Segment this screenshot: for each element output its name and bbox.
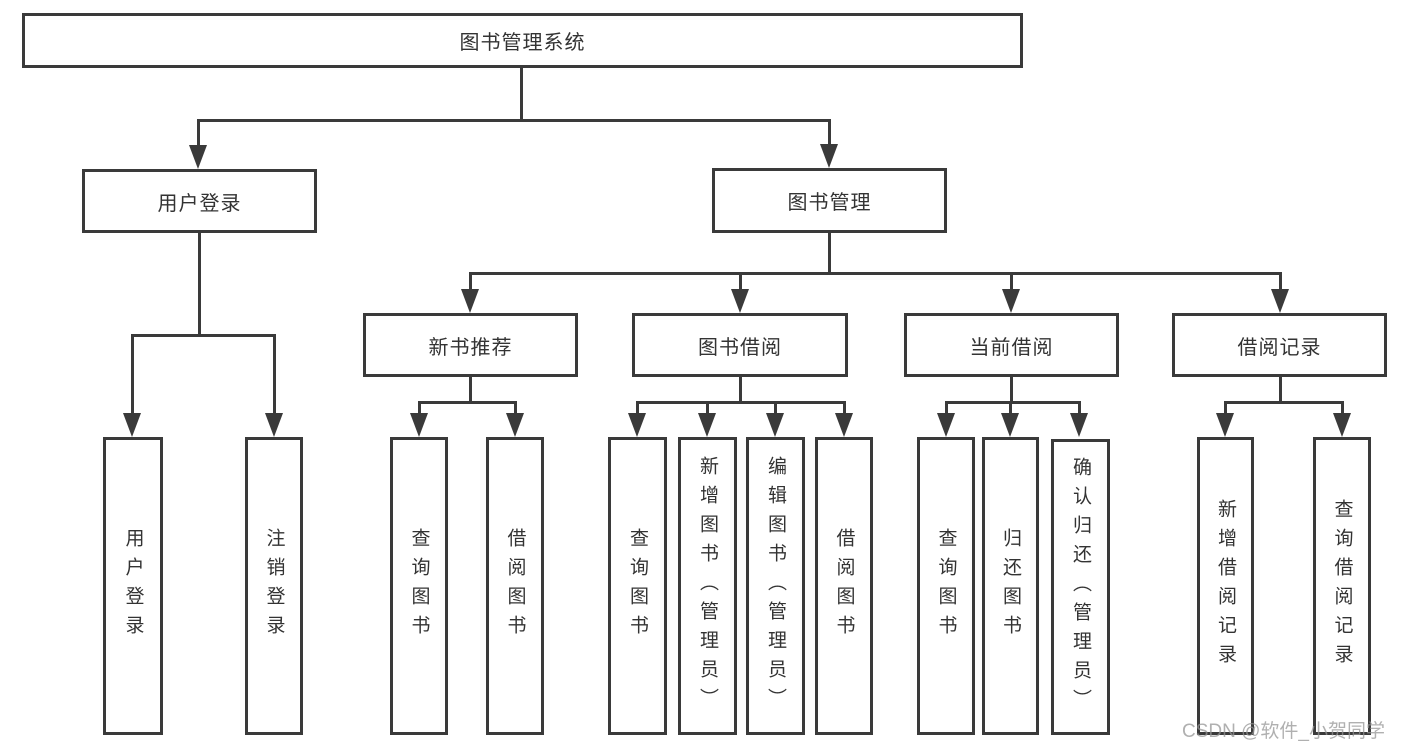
- connector-root-drop-right: [828, 119, 831, 147]
- node-borrow-records: 借阅记录: [1172, 313, 1387, 377]
- connector-l3-drop-1: [469, 272, 472, 290]
- leaf-currentborrow-return-books: 归还图书: [982, 437, 1039, 735]
- leaf-newbooks-borrow-books-label: 借阅图书: [504, 528, 526, 644]
- connector-l3-drop-2: [739, 272, 742, 290]
- leaf-currentborrow-confirm-return-admin: 确认归还（管理员）: [1051, 439, 1110, 735]
- leaf-user-login: 用户登录: [103, 437, 163, 735]
- node-book-borrow: 图书借阅: [632, 313, 848, 377]
- connector-bookborrow-stem: [739, 377, 742, 404]
- connector-userlogin-drop-1: [131, 334, 134, 414]
- leaf-bookborrow-add-books-admin-label: 新增图书（管理员）: [697, 455, 718, 717]
- arrow-currentborrow-leaf-3: [1070, 413, 1088, 437]
- leaf-bookborrow-edit-books-admin: 编辑图书（管理员）: [746, 437, 805, 735]
- leaf-newbooks-query-books: 查询图书: [390, 437, 448, 735]
- connector-currentborrow-drop-2: [1009, 401, 1012, 415]
- node-current-borrow-label: 当前借阅: [969, 336, 1054, 359]
- connector-currentborrow-drop-1: [945, 401, 948, 415]
- arrow-bookborrow-leaf-2: [698, 413, 716, 437]
- arrow-to-borrow-records: [1271, 289, 1289, 313]
- node-book-management-label: 图书管理: [787, 192, 872, 214]
- arrow-bookborrow-leaf-4: [835, 413, 853, 437]
- arrow-newbooks-leaf-1: [410, 413, 428, 437]
- arrow-to-leaf-login: [123, 413, 141, 437]
- leaf-bookborrow-edit-books-admin-label: 编辑图书（管理员）: [765, 455, 786, 717]
- connector-newbooks-bar: [418, 401, 517, 404]
- connector-l3-drop-3: [1010, 272, 1013, 290]
- leaf-records-add-borrow-record-label: 新增借阅记录: [1215, 499, 1236, 673]
- leaf-currentborrow-query-books-label: 查询图书: [935, 528, 957, 644]
- arrow-to-current-borrow: [1002, 289, 1020, 313]
- leaf-newbooks-query-books-label: 查询图书: [408, 528, 430, 644]
- leaf-bookborrow-borrow-books-label: 借阅图书: [833, 528, 855, 644]
- leaf-records-query-borrow-record: 查询借阅记录: [1313, 437, 1371, 735]
- leaf-bookborrow-add-books-admin: 新增图书（管理员）: [678, 437, 737, 735]
- arrow-to-book-management: [820, 144, 838, 168]
- arrow-to-leaf-logout: [265, 413, 283, 437]
- connector-currentborrow-drop-3: [1078, 401, 1081, 415]
- node-library-system: 图书管理系统: [22, 13, 1023, 68]
- connector-userlogin-bar: [131, 334, 276, 337]
- node-new-book-recommend: 新书推荐: [363, 313, 578, 377]
- connector-newbooks-drop-2: [514, 401, 517, 415]
- leaf-user-login-label: 用户登录: [122, 528, 144, 644]
- leaf-logout-label: 注销登录: [263, 528, 285, 644]
- arrow-newbooks-leaf-2: [506, 413, 524, 437]
- node-new-book-recommend-label: 新书推荐: [428, 336, 513, 359]
- arrow-records-leaf-1: [1216, 413, 1234, 437]
- leaf-bookborrow-borrow-books: 借阅图书: [815, 437, 873, 735]
- arrow-to-book-borrow: [731, 289, 749, 313]
- node-borrow-records-label: 借阅记录: [1237, 336, 1322, 359]
- leaf-bookborrow-query-books-label: 查询图书: [627, 528, 648, 644]
- connector-l3-drop-4: [1279, 272, 1282, 290]
- connector-currentborrow-stem: [1010, 377, 1013, 404]
- node-book-borrow-label: 图书借阅: [698, 336, 782, 359]
- csdn-watermark: CSDN @软件_小贺同学: [1182, 721, 1385, 742]
- connector-bookborrow-drop-4: [843, 401, 846, 415]
- connector-newbooks-stem: [469, 377, 472, 404]
- leaf-records-query-borrow-record-label: 查询借阅记录: [1331, 499, 1353, 673]
- connector-bookmgmt-bar: [469, 272, 1282, 275]
- connector-userlogin-drop-2: [273, 334, 276, 414]
- connector-root-drop-left: [197, 119, 200, 147]
- connector-root-stem: [520, 68, 523, 120]
- arrow-bookborrow-leaf-3: [766, 413, 784, 437]
- connector-records-stem: [1279, 377, 1282, 404]
- connector-newbooks-drop-1: [418, 401, 421, 415]
- arrow-currentborrow-leaf-1: [937, 413, 955, 437]
- leaf-newbooks-borrow-books: 借阅图书: [486, 437, 544, 735]
- connector-records-drop-1: [1224, 401, 1227, 415]
- leaf-currentborrow-return-books-label: 归还图书: [1000, 528, 1021, 644]
- connector-bookborrow-drop-2: [706, 401, 709, 415]
- leaf-records-add-borrow-record: 新增借阅记录: [1197, 437, 1254, 735]
- arrow-records-leaf-2: [1333, 413, 1351, 437]
- connector-currentborrow-bar: [945, 401, 1081, 404]
- leaf-currentborrow-confirm-return-admin-label: 确认归还（管理员）: [1070, 456, 1091, 718]
- connector-records-drop-2: [1341, 401, 1344, 415]
- leaf-bookborrow-query-books: 查询图书: [608, 437, 667, 735]
- connector-bookmgmt-stem: [828, 233, 831, 275]
- arrow-to-new-book-recommend: [461, 289, 479, 313]
- connector-bookborrow-drop-3: [774, 401, 777, 415]
- arrow-to-user-login: [189, 145, 207, 169]
- connector-bookborrow-bar: [636, 401, 845, 404]
- node-library-system-label: 图书管理系统: [459, 32, 586, 54]
- connector-bookborrow-drop-1: [636, 401, 639, 415]
- leaf-currentborrow-query-books: 查询图书: [917, 437, 975, 735]
- arrow-currentborrow-leaf-2: [1001, 413, 1019, 437]
- connector-records-bar: [1224, 401, 1343, 404]
- connector-userlogin-stem: [198, 233, 201, 336]
- arrow-bookborrow-leaf-1: [628, 413, 646, 437]
- connector-root-bar: [197, 119, 831, 122]
- node-current-borrow: 当前借阅: [904, 313, 1119, 377]
- node-user-login: 用户登录: [82, 169, 317, 233]
- node-book-management: 图书管理: [712, 168, 947, 233]
- leaf-logout: 注销登录: [245, 437, 303, 735]
- node-user-login-label: 用户登录: [157, 192, 242, 215]
